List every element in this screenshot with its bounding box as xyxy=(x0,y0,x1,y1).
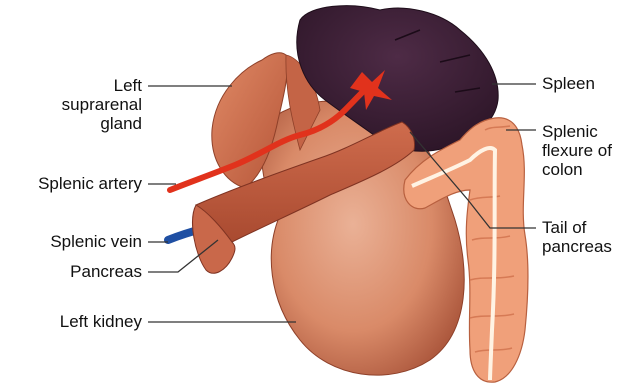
label-left-suprarenal-gland: Left suprarenal gland xyxy=(48,76,142,133)
label-tail-of-pancreas: Tail of pancreas xyxy=(542,218,612,256)
label-splenic-flexure-of-colon: Splenic flexure of colon xyxy=(542,122,612,179)
label-left-kidney: Left kidney xyxy=(4,312,142,331)
label-pancreas: Pancreas xyxy=(4,262,142,281)
label-spleen: Spleen xyxy=(542,74,595,93)
label-splenic-vein: Splenic vein xyxy=(4,232,142,251)
label-splenic-artery: Splenic artery xyxy=(4,174,142,193)
